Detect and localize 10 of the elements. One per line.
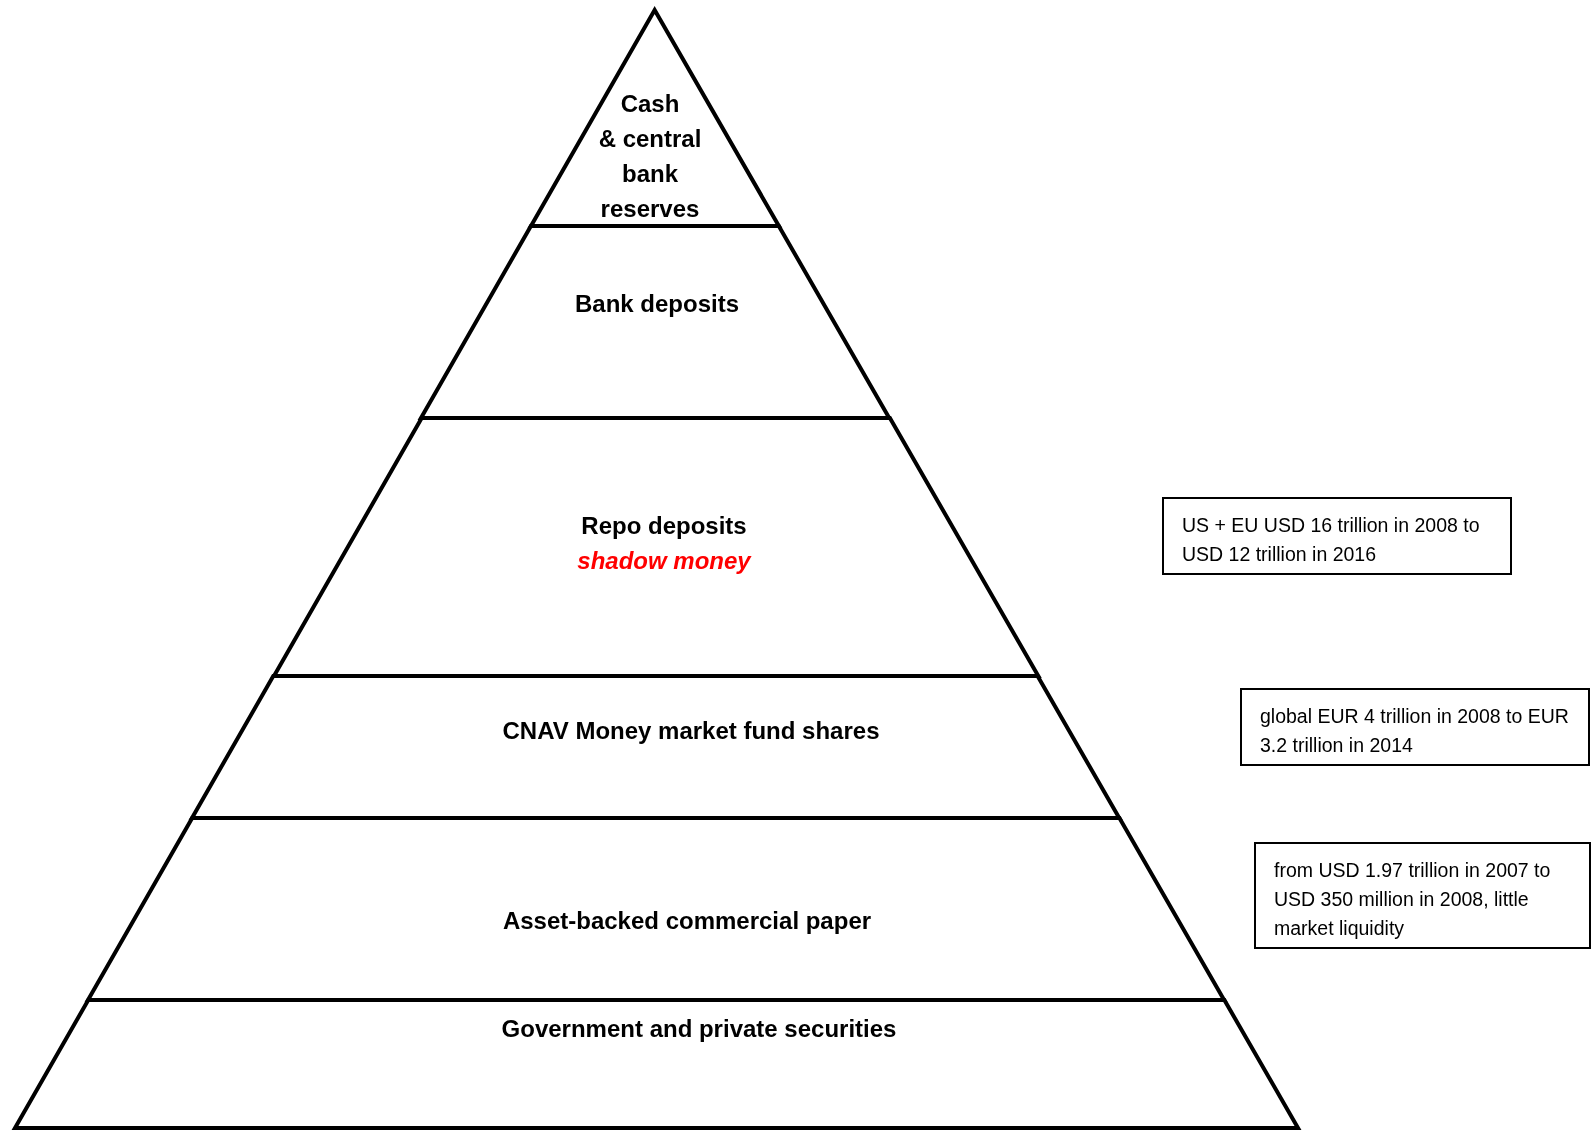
note-box: US + EU USD 16 trillion in 2008 to USD 12 trillion in 2016 [1162, 497, 1512, 575]
note-box: from USD 1.97 trillion in 2007 to USD 350 million in 2008, little market liquidity [1254, 842, 1591, 949]
note-box: global EUR 4 trillion in 2008 to EUR 3.2 trillion in 2014 [1240, 688, 1590, 766]
tier-label: CNAV Money market fund shares [502, 716, 880, 746]
tier-label: Asset-backed commercial paper [502, 906, 872, 936]
tier-label: Bank deposits [574, 289, 739, 319]
tier-label: Government and private securities [501, 1014, 897, 1044]
tier-label: Cash & central bank reserves [598, 89, 702, 224]
tier-label: Repo deposits [581, 511, 747, 541]
tier-sublabel: shadow money [577, 546, 751, 576]
